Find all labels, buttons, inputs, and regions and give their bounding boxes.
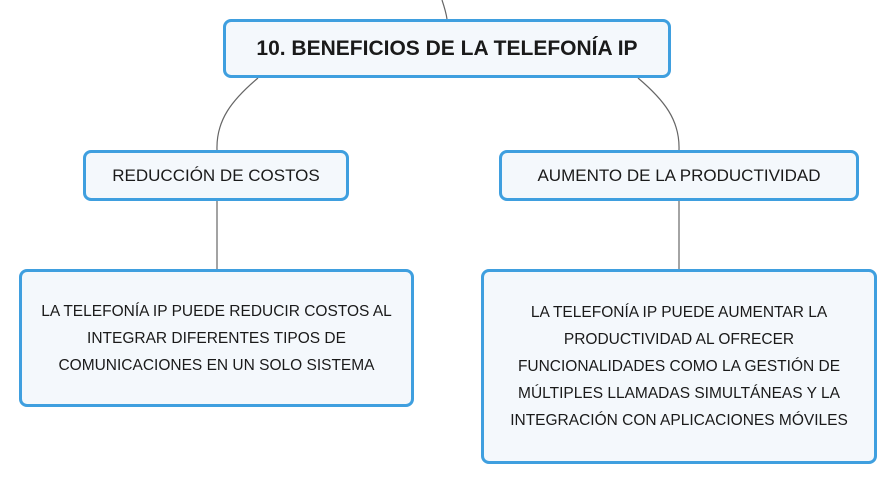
detail-text-productivity: LA TELEFONÍA IP PUEDE AUMENTAR LA PRODUC…	[510, 304, 848, 429]
detail-node-cost-reduction[interactable]: LA TELEFONÍA IP PUEDE REDUCIR COSTOS AL …	[19, 269, 414, 407]
branch-label-productivity: AUMENTO DE LA PRODUCTIVIDAD	[537, 165, 821, 185]
connector-title-to-right-branch	[637, 77, 680, 151]
connector-title-to-left-branch	[216, 77, 259, 151]
branch-label-cost-reduction: REDUCCIÓN DE COSTOS	[112, 165, 320, 185]
central-topic-text: 10. BENEFICIOS DE LA TELEFONÍA IP	[256, 36, 638, 60]
branch-node-cost-reduction[interactable]: REDUCCIÓN DE COSTOS	[83, 150, 349, 201]
detail-node-productivity[interactable]: LA TELEFONÍA IP PUEDE AUMENTAR LA PRODUC…	[481, 269, 877, 464]
central-topic-node[interactable]: 10. BENEFICIOS DE LA TELEFONÍA IP	[223, 19, 671, 78]
detail-text-cost-reduction: LA TELEFONÍA IP PUEDE REDUCIR COSTOS AL …	[41, 302, 392, 374]
connector-parent-to-title	[441, 0, 448, 20]
branch-node-productivity[interactable]: AUMENTO DE LA PRODUCTIVIDAD	[499, 150, 859, 201]
